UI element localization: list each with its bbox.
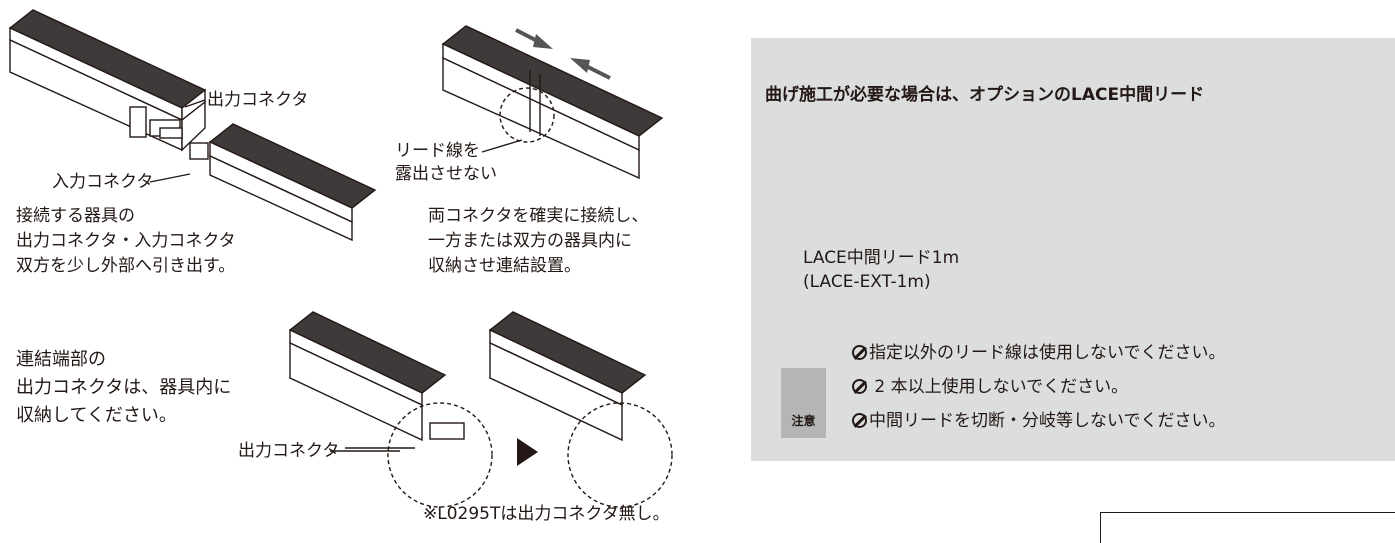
fixture-end-stored-illustration bbox=[488, 311, 673, 508]
step2-desc-line1: 両コネクタを確実に接続し、 bbox=[428, 206, 649, 226]
bottom-right-frame bbox=[1100, 512, 1395, 543]
footnote: ※L0295Tは出力コネクタ無し。 bbox=[423, 504, 670, 524]
fixture-joined-illustration bbox=[441, 25, 664, 180]
caution-note-2: 2 本以上使用しないでください。 bbox=[852, 376, 1128, 398]
caution-badge: 注意 bbox=[781, 368, 826, 438]
lace-lead-label-line1: LACE中間リード1m bbox=[803, 248, 960, 268]
fixture-left-illustration bbox=[8, 9, 207, 152]
caution-note-3: 中間リードを切断・分岐等しないでください。 bbox=[852, 410, 1226, 432]
fixture-end-with-connector-illustration bbox=[288, 311, 493, 508]
prohibited-icon bbox=[852, 379, 867, 394]
output-connector-label: 出力コネクタ bbox=[207, 90, 309, 110]
fixture-right-illustration bbox=[189, 123, 377, 242]
prohibited-icon bbox=[852, 345, 867, 360]
step1-desc-line3: 双方を少し外部へ引き出す。 bbox=[16, 256, 236, 276]
caution-label: 注意 bbox=[791, 414, 816, 428]
step2-desc-line3: 収納させ連結設置。 bbox=[428, 256, 581, 276]
step3-output-connector-label: 出力コネクタ bbox=[238, 441, 340, 461]
step3-desc-line2: 出力コネクタは、器具内に bbox=[16, 377, 232, 398]
step1-desc-line2: 出力コネクタ・入力コネクタ bbox=[16, 231, 236, 251]
lead-label-line2: 露出させない bbox=[395, 164, 497, 184]
caution-note-1: 指定以外のリード線は使用しないでください。 bbox=[852, 342, 1226, 364]
lace-lead-panel: 曲げ施工が必要な場合は、オプションのLACE中間リード LACE中間リード1m … bbox=[751, 38, 1395, 461]
panel-title: 曲げ施工が必要な場合は、オプションのLACE中間リード bbox=[765, 85, 1205, 105]
step1-desc-line1: 接続する器具の bbox=[16, 206, 135, 226]
input-connector-label: 入力コネクタ bbox=[52, 172, 154, 192]
lace-lead-label-line2: (LACE-EXT-1m) bbox=[803, 272, 931, 292]
step3-desc-line1: 連結端部の bbox=[16, 349, 106, 370]
prohibited-icon bbox=[852, 413, 867, 428]
step2-desc-line2: 一方または双方の器具内に bbox=[428, 231, 632, 251]
lead-label-line1: リード線を bbox=[395, 141, 480, 161]
step3-desc-line3: 収納してください。 bbox=[16, 405, 177, 426]
